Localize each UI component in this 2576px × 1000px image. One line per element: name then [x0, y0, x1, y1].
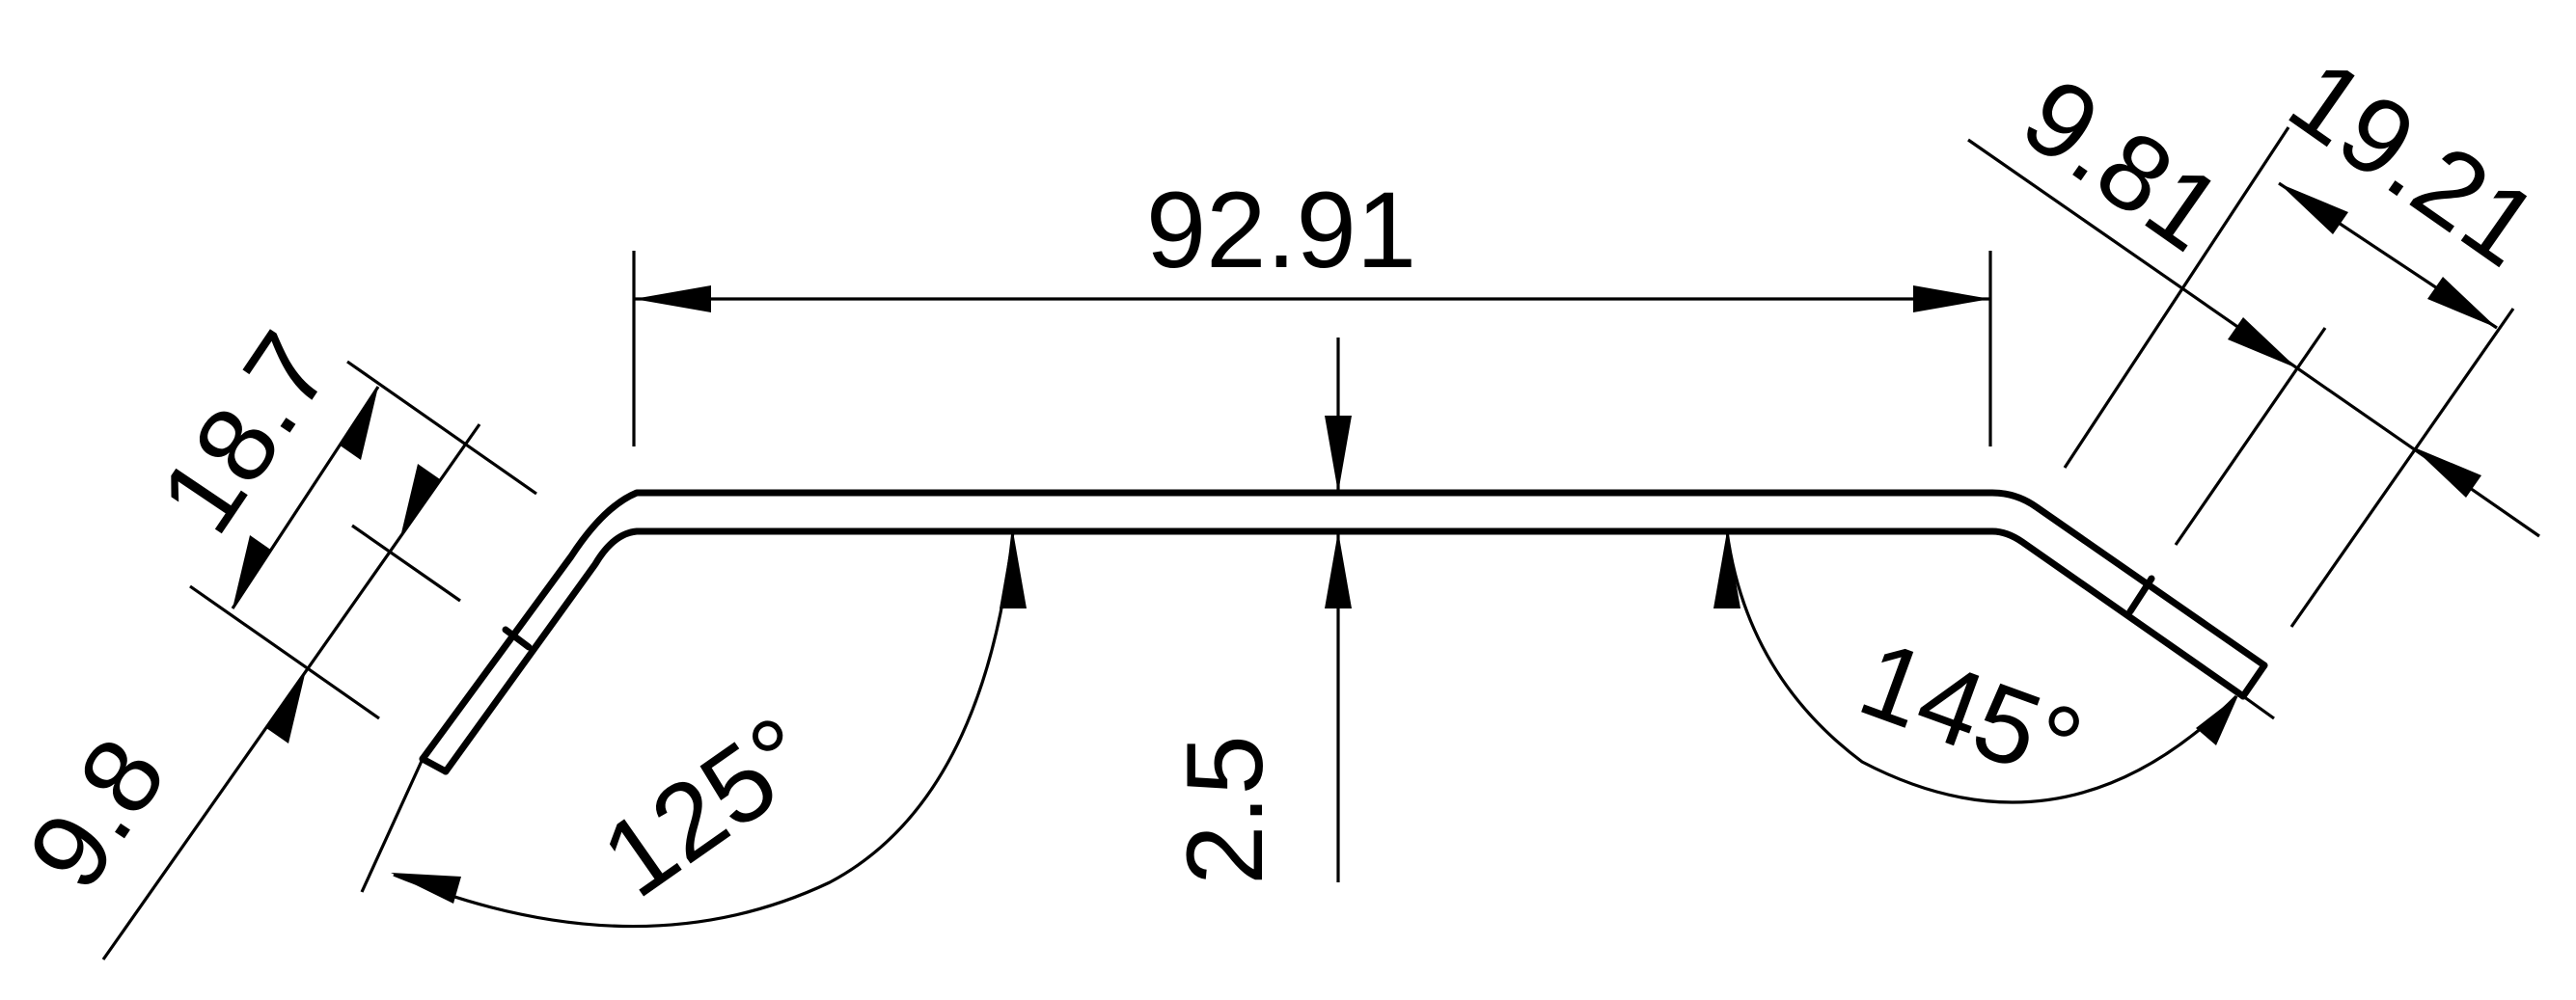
right-flange-length-label: 19.21	[2268, 36, 2559, 289]
left-flange-arrowhead-1b	[233, 535, 272, 608]
left-outer-edge-projection	[360, 758, 425, 893]
left-flange-dimensions: 18.7 9.8	[5, 311, 537, 960]
right-end-projection	[2242, 694, 2275, 720]
right-flange-dimensions: 9.81 19.21	[1967, 36, 2560, 720]
left-extension-line-1	[346, 360, 537, 496]
right-bend-angle-dimension: 145°	[1713, 530, 2238, 807]
left-flange-offset-label: 9.8	[5, 717, 189, 909]
thickness-arrowhead-top	[1325, 416, 1352, 493]
thickness-arrowhead-bottom	[1325, 531, 1352, 608]
part-inner-edge	[442, 527, 2247, 775]
left-angle-arrowhead-start	[391, 873, 461, 904]
right-extension-line-1	[2063, 126, 2290, 469]
overall-length-label: 92.91	[1146, 170, 1416, 290]
part-outer-edge	[419, 489, 2268, 763]
right-flange-offset-label: 9.81	[2002, 55, 2243, 274]
right-flange-marker	[2126, 575, 2155, 615]
left-flange-arrowhead-1a	[339, 387, 378, 460]
left-flange-arrowhead-2a	[400, 464, 440, 537]
left-angle-arc	[393, 530, 1015, 929]
arrowhead-left	[634, 285, 711, 312]
left-angle-arrowhead-end	[1000, 531, 1027, 608]
left-extension-line-2	[351, 524, 461, 603]
thickness-dimension: 2.5	[1165, 338, 1352, 885]
arrowhead-right	[1913, 285, 1990, 312]
left-extension-line-3	[189, 584, 380, 720]
right-end-cap	[2239, 662, 2268, 700]
left-flange-marker	[502, 626, 533, 651]
right-flange-arrowhead-2a	[2279, 183, 2348, 234]
right-flange-arrowhead-1b	[2412, 446, 2481, 498]
part-profile	[419, 489, 2268, 775]
left-end-cap	[419, 755, 450, 775]
left-flange-length-label: 18.7	[136, 311, 354, 554]
left-flange-arrowhead-2b	[266, 670, 306, 743]
right-bend-angle-label: 145°	[1846, 617, 2096, 807]
right-extension-line-2	[2174, 327, 2327, 546]
right-flange-arrowhead-1a	[2228, 317, 2297, 368]
overall-length-dimension: 92.91	[632, 170, 1992, 446]
right-angle-arrowhead-start	[1713, 531, 1740, 608]
right-flange-arrowhead-2b	[2427, 277, 2497, 328]
left-bend-angle-dimension: 125°	[391, 530, 1027, 929]
thickness-label: 2.5	[1165, 735, 1285, 885]
right-angle-arc	[1725, 530, 2238, 804]
right-extension-line-3	[2289, 308, 2515, 628]
right-angle-arrowhead-end	[2196, 695, 2238, 745]
left-bend-angle-label: 125°	[581, 693, 833, 920]
